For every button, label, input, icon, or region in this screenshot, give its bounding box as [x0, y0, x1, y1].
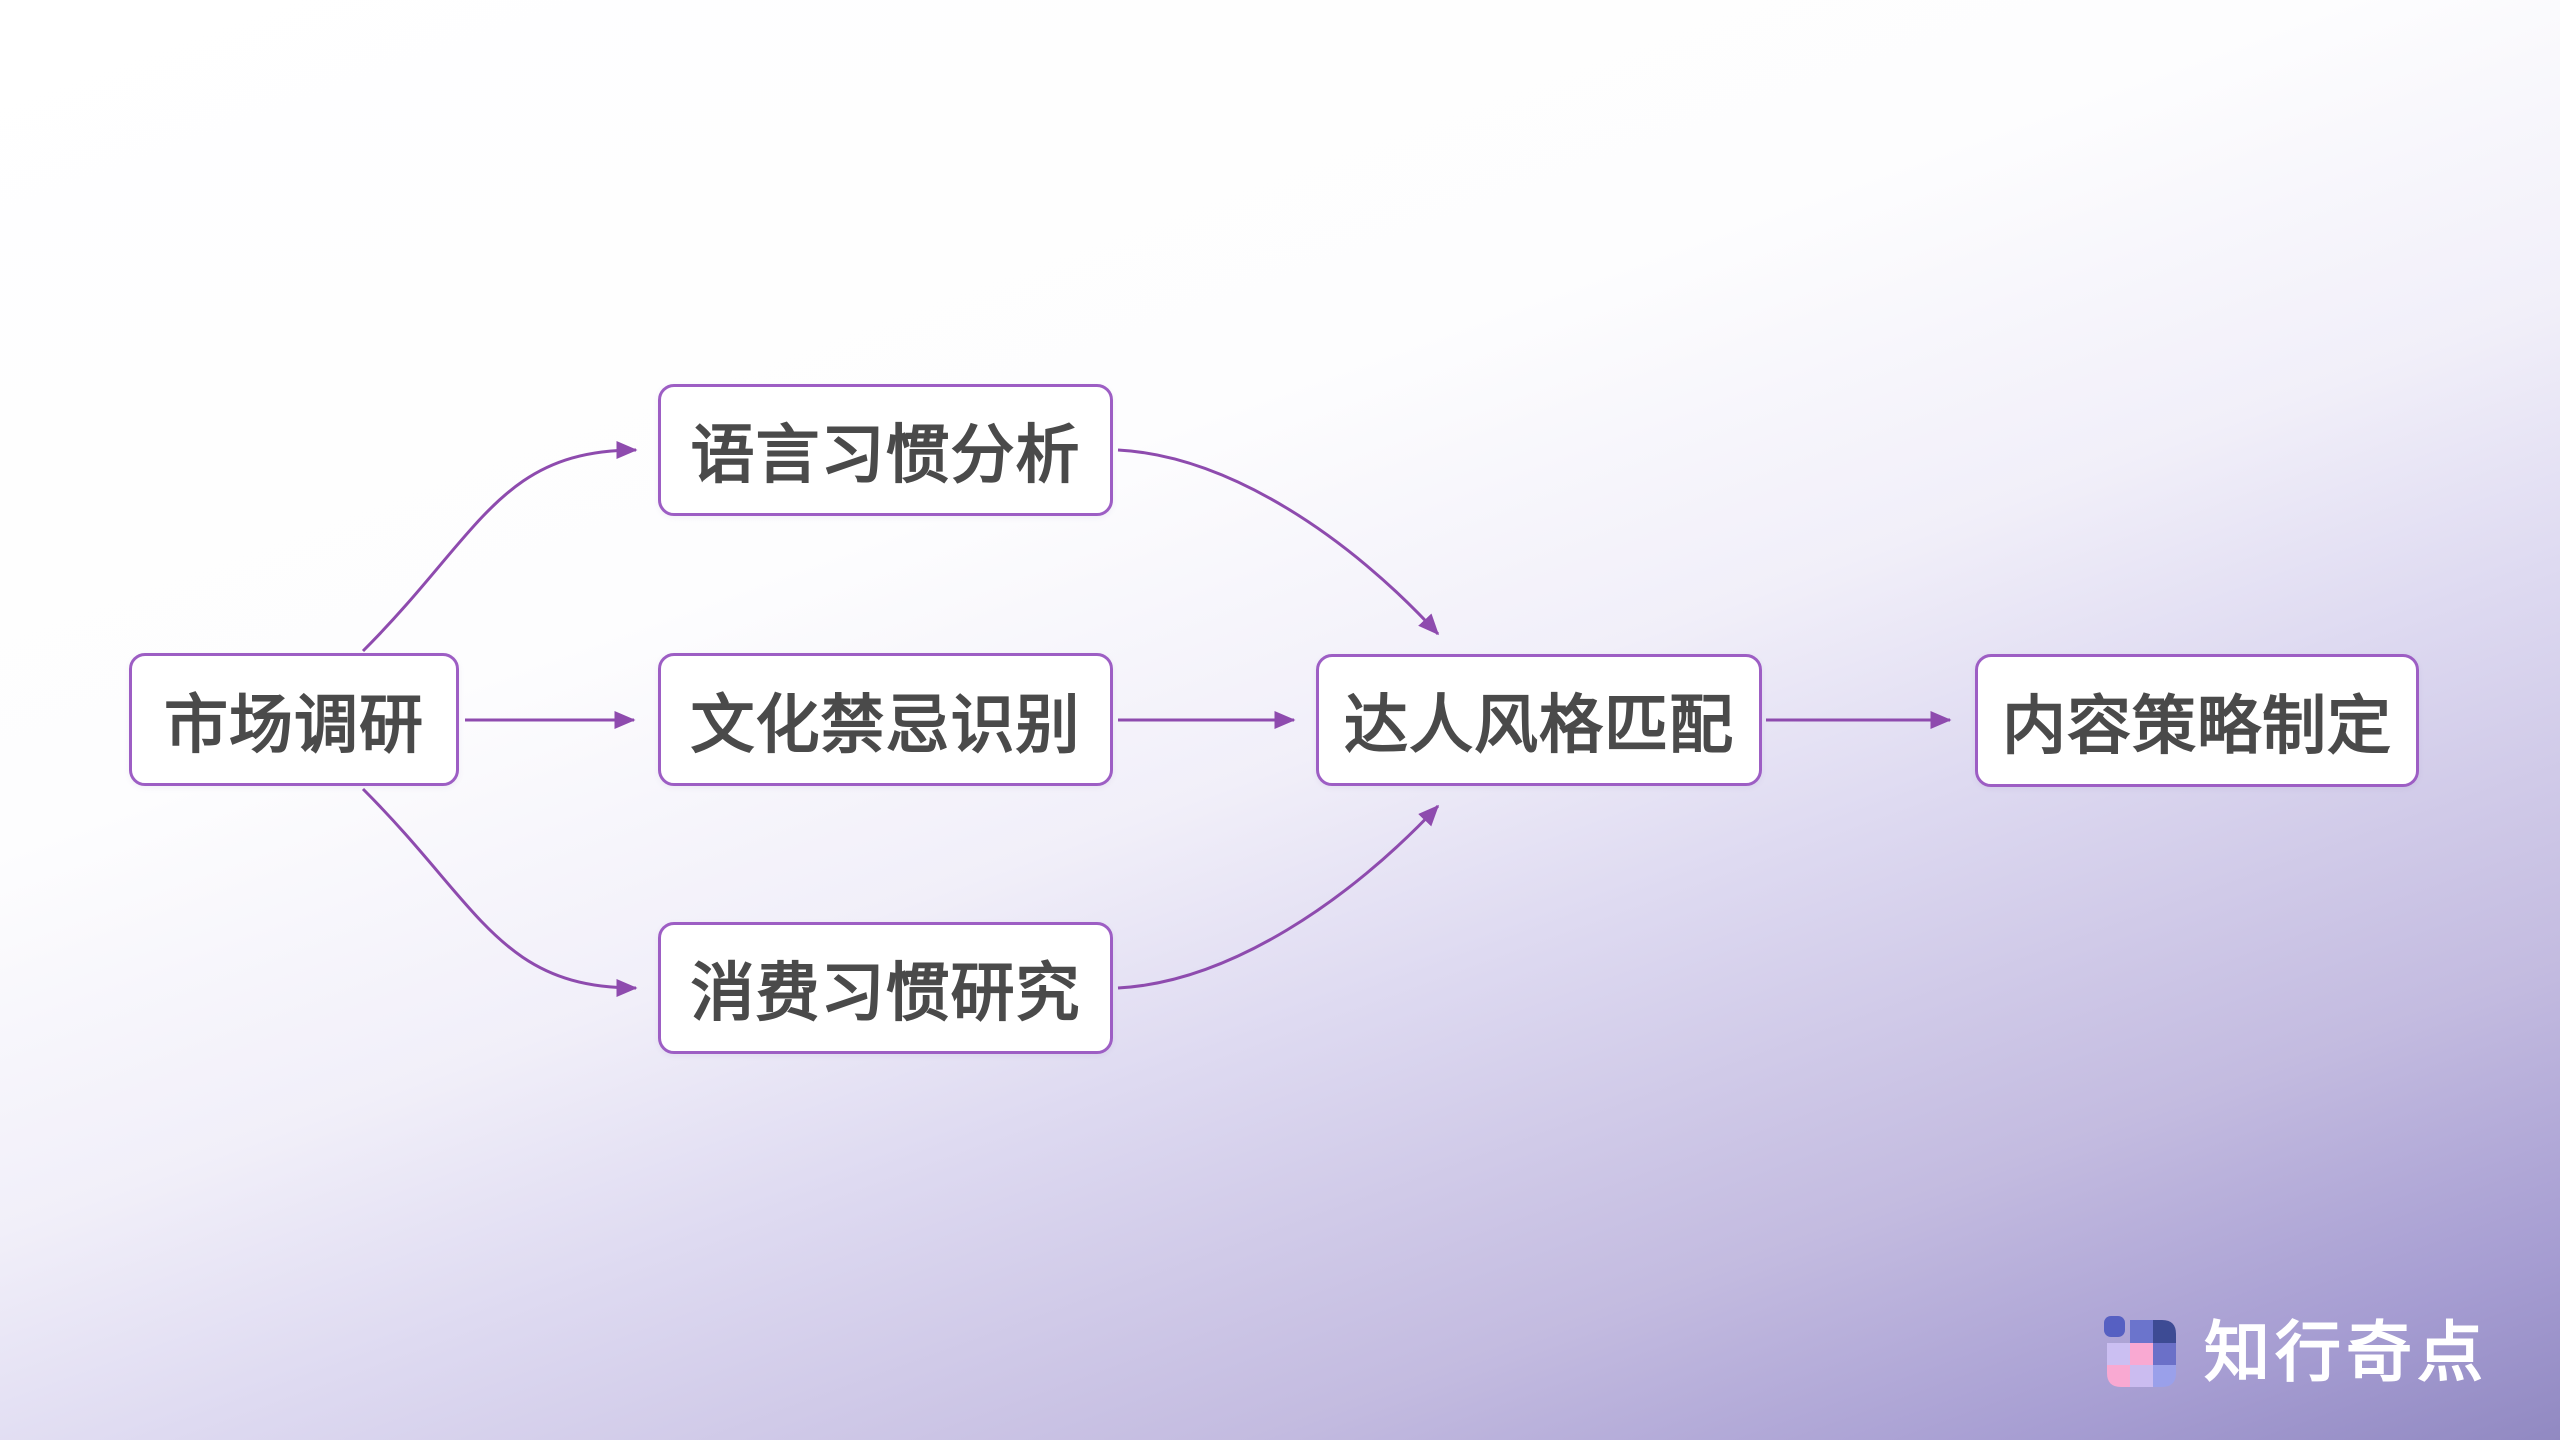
edge-language-to-style: [1117, 448, 1440, 636]
node-label: 达人风格匹配: [1344, 689, 1734, 761]
node-content-strategy-formulation: 内容策略制定: [1975, 654, 2419, 787]
node-consumption-habit-research: 消费习惯研究: [658, 922, 1113, 1054]
node-label: 文化禁忌识别: [690, 688, 1081, 761]
brand-logo: 知行奇点: [2104, 1314, 2488, 1390]
edge-market-to-consumption: [361, 787, 638, 997]
node-market-research: 市场调研: [129, 653, 459, 786]
node-cultural-taboo-identification: 文化禁忌识别: [658, 653, 1113, 786]
node-influencer-style-matching: 达人风格匹配: [1316, 654, 1762, 786]
edge-market-to-language: [361, 441, 638, 653]
node-label: 市场调研: [164, 688, 424, 761]
node-language-habit-analysis: 语言习惯分析: [658, 384, 1113, 516]
brand-logo-text: 知行奇点: [2204, 1315, 2488, 1389]
mosaic-grid-icon: [2104, 1316, 2176, 1387]
edge-consumption-to-style: [1117, 804, 1440, 990]
node-label: 内容策略制定: [2002, 689, 2392, 762]
node-label: 语言习惯分析: [690, 419, 1081, 491]
node-label: 消费习惯研究: [690, 957, 1081, 1029]
